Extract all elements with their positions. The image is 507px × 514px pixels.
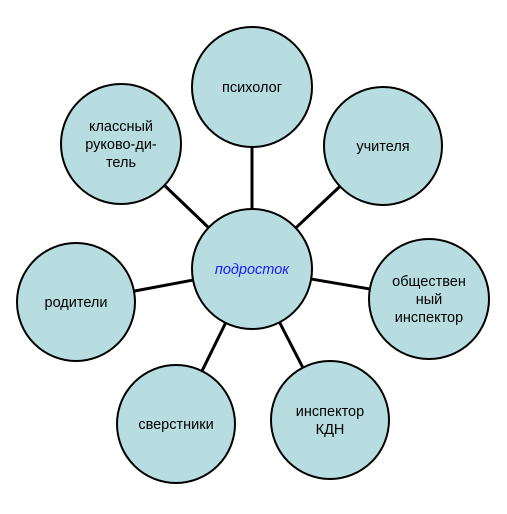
node-label-line: инспектор	[395, 310, 463, 326]
diagram-edges	[131, 145, 373, 374]
center-node-label: подросток	[215, 262, 290, 278]
node-teachers: учителя	[323, 86, 443, 206]
node-label-line: обществен	[392, 274, 466, 290]
node-label-line: руково-ди-	[85, 137, 157, 153]
node-label-parents: родители	[45, 295, 108, 311]
node-peers: сверстники	[116, 364, 236, 484]
node-label-class-teacher: классный руково-ди-тель	[85, 119, 157, 171]
node-public-inspector: обществен ный инспектор	[368, 238, 490, 360]
edge-kdn-inspector	[277, 319, 306, 371]
node-label-line: сверстники	[138, 417, 213, 433]
edge-public-inspector	[308, 277, 373, 291]
node-label-public-inspector: обществен ный инспектор	[392, 274, 466, 326]
edge-teachers	[293, 183, 343, 231]
edge-class-teacher	[161, 182, 212, 231]
node-label-line: ный	[416, 292, 443, 308]
node-parents: родители	[16, 242, 136, 362]
node-label-line: психолог	[222, 80, 282, 96]
node-label-line: КДН	[316, 422, 345, 438]
edge-peers	[199, 320, 228, 374]
node-psychologist: психолог	[191, 26, 313, 148]
node-label-line: родители	[45, 295, 108, 311]
edge-parents	[131, 278, 196, 293]
node-label-line: классный	[89, 119, 153, 135]
node-label-peers: сверстники	[138, 417, 213, 433]
node-label-line: тель	[106, 155, 136, 171]
node-class-teacher: классный руково-ди-тель	[60, 83, 182, 205]
node-label-line: учителя	[356, 139, 409, 155]
node-label-teachers: учителя	[356, 139, 409, 155]
node-label-psychologist: психолог	[222, 80, 282, 96]
node-label-line: инспектор	[296, 404, 364, 420]
center-node-teenager: подросток	[191, 208, 313, 330]
